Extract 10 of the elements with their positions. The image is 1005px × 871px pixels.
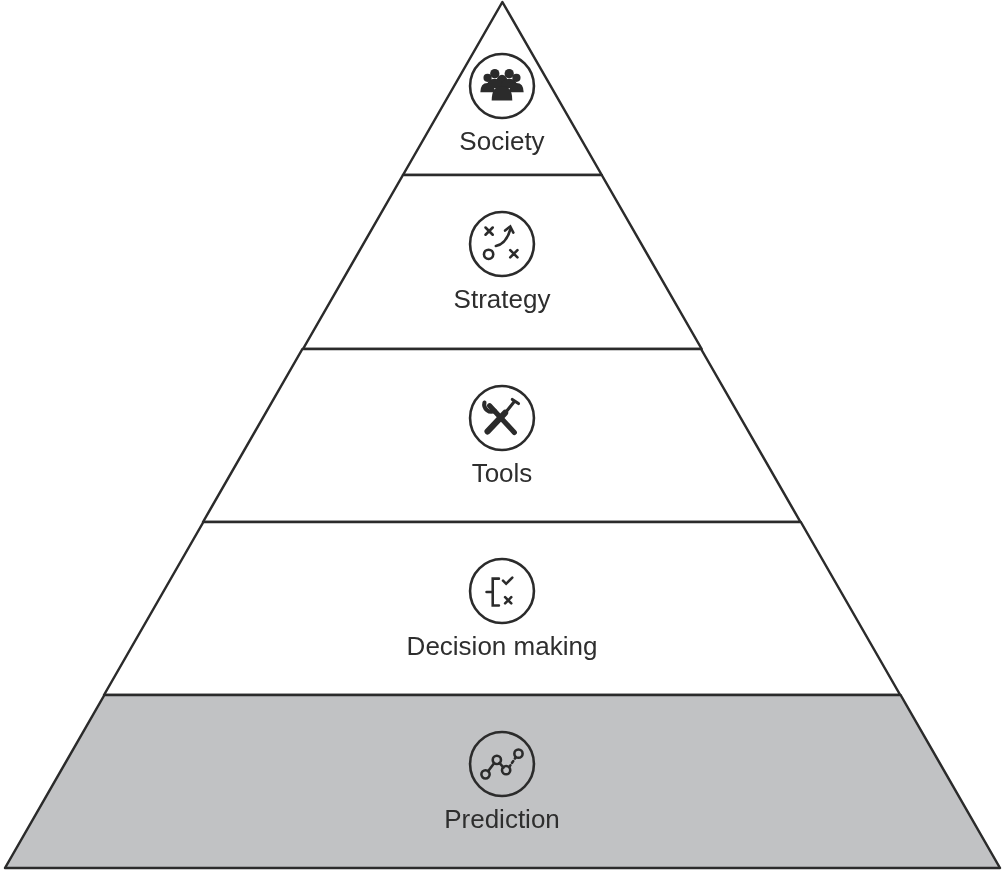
pyramid-tier — [402, 2, 602, 175]
tier-label: Tools — [471, 458, 533, 488]
pyramid-tier — [302, 175, 702, 349]
pyramid-tier — [103, 522, 901, 695]
tier-label: Strategy — [453, 284, 551, 314]
pyramid-tier — [4, 695, 1000, 868]
pyramid-tier — [203, 349, 801, 522]
tier-label: Decision making — [406, 631, 598, 661]
tier-label: Prediction — [444, 804, 560, 834]
tier-label: Society — [459, 126, 545, 156]
